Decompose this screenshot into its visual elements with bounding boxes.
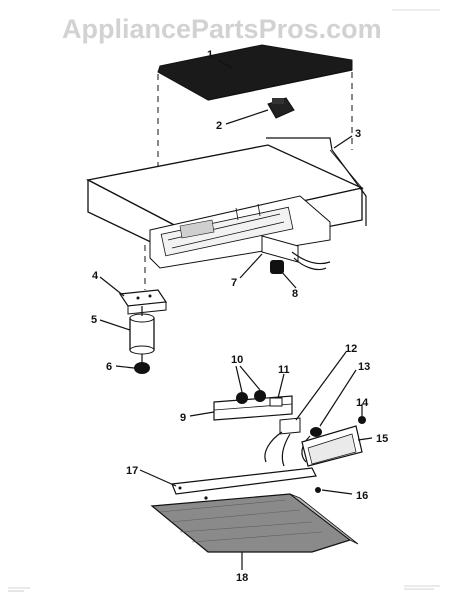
callout-3: 3 (355, 128, 361, 140)
corner-marks (8, 9, 440, 592)
part-3-hood-housing (86, 137, 367, 269)
part-12-wire-harness (264, 417, 301, 467)
part-16-screw (204, 487, 321, 500)
callout-7: 7 (231, 277, 237, 289)
part-6-fan-blade (134, 362, 150, 374)
part-11-switch (269, 397, 283, 407)
callout-2: 2 (216, 120, 222, 132)
part-1-filter (157, 44, 353, 101)
part-7-bracket (261, 235, 331, 271)
callout-9: 9 (180, 412, 186, 424)
part-18-bottom-panel (150, 493, 359, 553)
watermark-text: AppliancePartsPros.com (62, 14, 382, 44)
callout-12: 12 (345, 343, 357, 355)
part-13-light-socket (301, 427, 322, 463)
part-5-motor (129, 306, 155, 362)
callout-10: 10 (231, 354, 243, 366)
callout-13: 13 (358, 361, 370, 373)
part-15-light-housing (301, 425, 363, 467)
callout-5: 5 (91, 314, 97, 326)
callout-labels: 1 2 3 4 5 6 7 8 9 10 11 12 13 14 15 17 1… (91, 49, 388, 584)
callout-1: 1 (207, 49, 213, 61)
part-4-motor-mount (118, 289, 168, 315)
callout-14: 14 (356, 397, 369, 409)
callout-16: 16 (356, 490, 368, 502)
leader-lines (99, 59, 373, 570)
callout-8: 8 (292, 288, 298, 300)
callout-17: 17 (126, 465, 138, 477)
part-17-mounting-rail (171, 467, 317, 495)
part-10-switch-knobs (236, 390, 266, 404)
callout-6: 6 (106, 361, 112, 373)
part-2-clip (267, 97, 295, 119)
callout-15: 15 (376, 433, 388, 445)
callout-18: 18 (236, 572, 248, 584)
part-14-screw (358, 416, 366, 424)
callout-11: 11 (278, 364, 290, 376)
callout-4: 4 (92, 270, 99, 282)
alignment-lines (144, 72, 353, 290)
